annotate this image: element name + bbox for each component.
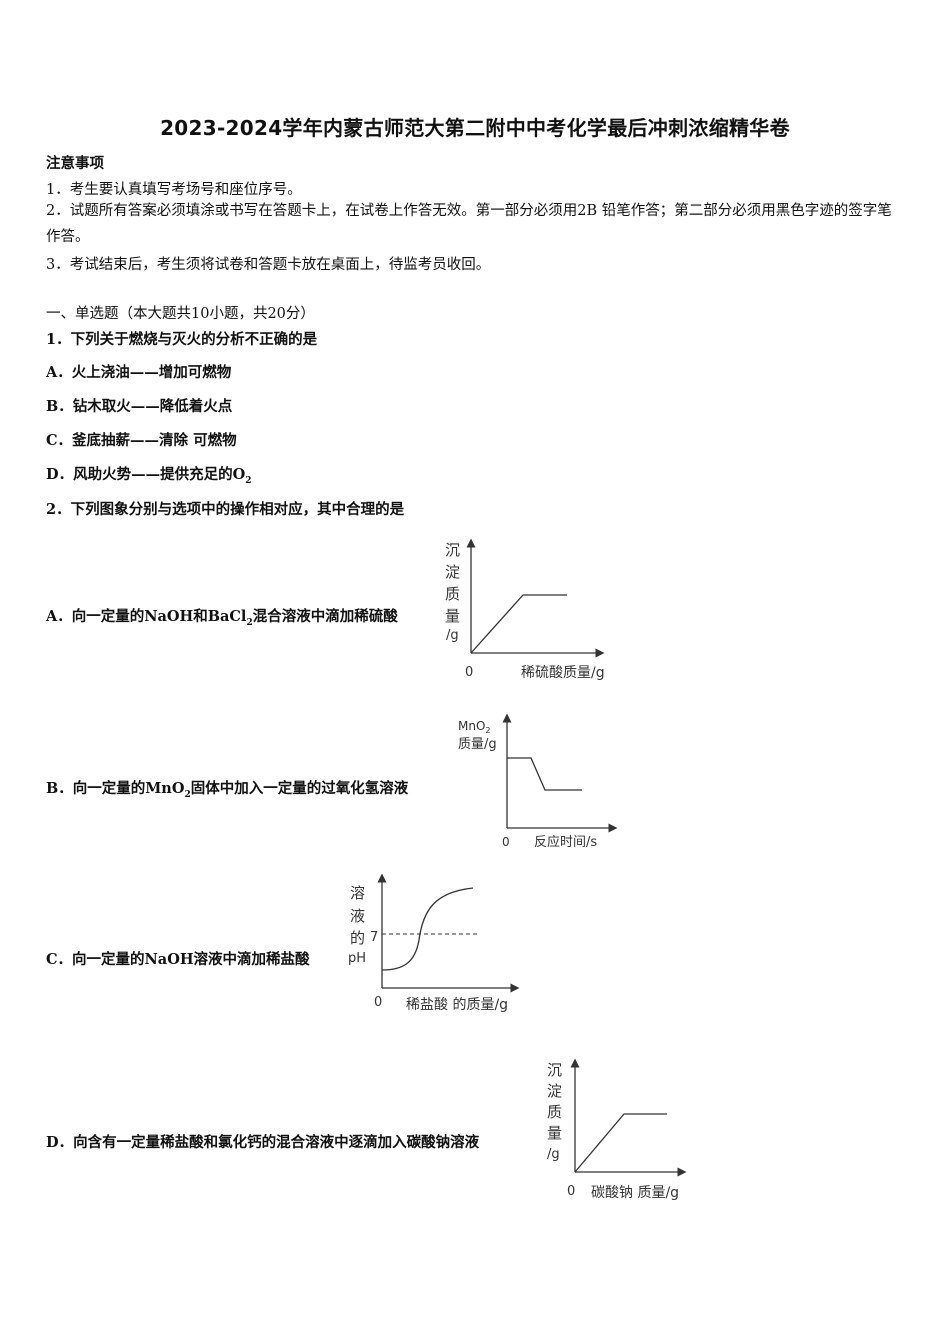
section-heading: 一、单选题（本大题共10小题，共20分）: [46, 306, 315, 322]
curve-line: [470, 594, 567, 654]
option-a: A．火上浇油——增加可燃物: [46, 364, 232, 381]
y-axis-label: 淀: [445, 563, 460, 581]
option-c: C．向一定量的NaOH溶液中滴加稀盐酸: [46, 951, 310, 968]
exam-title: 2023-2024学年内蒙古师范大第二附中中考化学最后冲刺浓缩精华卷: [160, 116, 790, 140]
graph-a: 沉 淀 质 量 /g 0 稀硫酸质量/g: [445, 538, 605, 681]
notice-item: 2．试题所有答案必须填涂或书写在答题卡上，在试卷上作答无效。第一部分必须用2B …: [46, 203, 892, 245]
option-d: D．风助火势——提供充足的O2: [46, 466, 252, 486]
notice-heading: 注意事项: [46, 155, 104, 172]
graph-c: 溶 液 的 pH 7 0 稀盐酸 的质量/g: [348, 873, 520, 1013]
tick-label: 7: [370, 930, 378, 945]
option-d: D．向含有一定量稀盐酸和氯化钙的混合溶液中逐滴加入碳酸钠溶液: [46, 1134, 480, 1151]
y-axis-label: 溶: [350, 884, 365, 902]
option-b: B．向一定量的MnO2固体中加入一定量的过氧化氢溶液: [46, 780, 409, 800]
curve-line: [574, 1113, 667, 1173]
y-axis-label: pH: [348, 951, 366, 966]
y-axis-label: 量: [445, 607, 460, 625]
x-axis-label: 碳酸钠 质量/g: [591, 1185, 679, 1201]
x-axis-label: 稀盐酸 的质量/g: [406, 997, 508, 1013]
origin-label: 0: [465, 665, 473, 680]
x-axis-label: 反应时间/s: [534, 834, 597, 850]
y-axis-label: 沉: [445, 541, 460, 559]
curve-line: [507, 757, 582, 791]
option-b: B．钻木取火——降低着火点: [46, 398, 233, 415]
origin-label: 0: [502, 835, 510, 849]
curve-line: [381, 887, 474, 971]
question-stem: 2．下列图象分别与选项中的操作相对应，其中合理的是: [46, 501, 405, 518]
origin-label: 0: [567, 1184, 575, 1199]
y-axis-label: 淀: [547, 1082, 562, 1100]
y-axis-label: 质: [445, 585, 460, 603]
option-c: C．釜底抽薪——清除 可燃物: [46, 432, 237, 449]
y-axis-label: 质量/g: [458, 737, 497, 752]
y-axis-unit: /g: [547, 1147, 560, 1162]
y-axis-label: 液: [350, 907, 365, 925]
x-axis-label: 稀硫酸质量/g: [521, 665, 605, 681]
y-axis-label: 量: [547, 1124, 562, 1142]
notice-item: 3．考试结束后，考生须将试卷和答题卡放在桌面上，待监考员收回。: [46, 257, 491, 273]
graph-d: 沉 淀 质 量 /g 0 碳酸钠 质量/g: [547, 1058, 687, 1201]
y-axis-label: 的: [350, 929, 365, 947]
graph-b: MnO2 质量/g 0 反应时间/s: [458, 713, 618, 850]
y-axis-label: 质: [547, 1103, 562, 1121]
notice-item: 1．考生要认真填写考场号和座位序号。: [46, 182, 302, 198]
y-axis-unit: /g: [446, 628, 459, 643]
question-stem: 1．下列关于燃烧与灭火的分析不正确的是: [46, 331, 318, 348]
option-a: A．向一定量的NaOH和BaCl2混合溶液中滴加稀硫酸: [46, 608, 398, 628]
y-axis-label: 沉: [547, 1061, 562, 1079]
origin-label: 0: [374, 995, 382, 1010]
y-axis-label: MnO2: [458, 719, 491, 735]
